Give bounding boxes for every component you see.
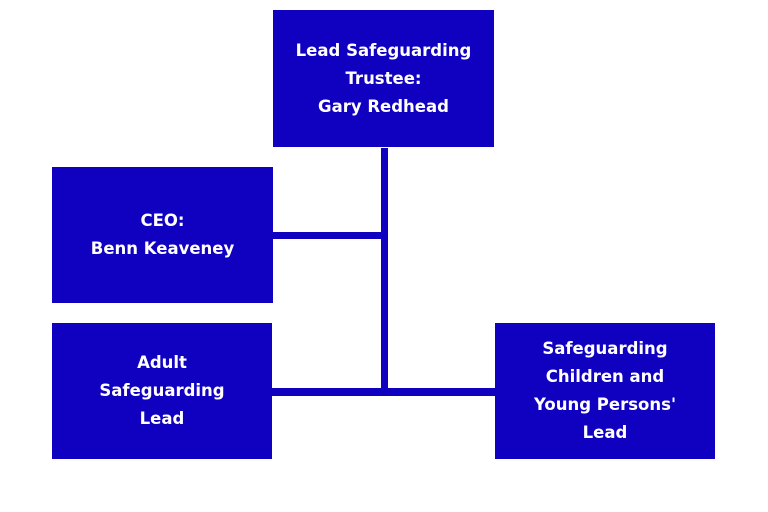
- node-text: Trustee:: [345, 68, 422, 88]
- connector-vertical: [381, 148, 388, 396]
- node-text: Lead: [582, 423, 628, 442]
- connector-ceo: [273, 232, 388, 239]
- node-lead-safeguarding-trustee: Lead Safeguarding Trustee: Gary Redhead: [273, 10, 494, 147]
- node-text: Young Persons': [533, 395, 676, 414]
- node-text: Children and: [545, 367, 665, 386]
- node-text: Safeguarding: [542, 339, 668, 358]
- node-ceo: CEO: Benn Keaveney: [52, 167, 273, 303]
- node-adult-safeguarding-lead: Adult Safeguarding Lead: [52, 323, 272, 459]
- connector-leads: [272, 388, 495, 396]
- node-text: Safeguarding: [99, 381, 225, 400]
- node-text: Lead: [139, 409, 185, 428]
- node-text: CEO:: [140, 211, 185, 230]
- node-text: Gary Redhead: [318, 96, 449, 116]
- node-children-young-persons-lead: Safeguarding Children and Young Persons'…: [495, 323, 715, 459]
- node-text: Benn Keaveney: [90, 239, 235, 258]
- node-text: Lead Safeguarding: [295, 40, 472, 60]
- node-text: Adult: [137, 353, 187, 372]
